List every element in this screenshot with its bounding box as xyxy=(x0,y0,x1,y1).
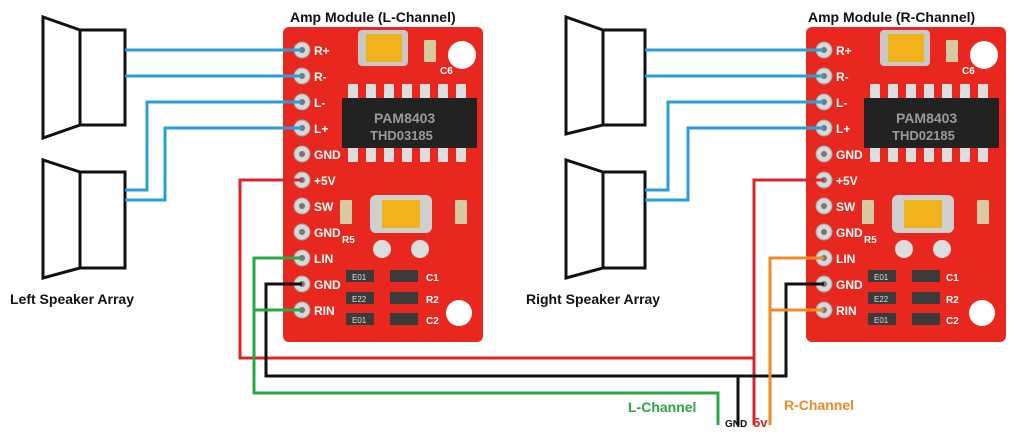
right-label-c1: C1 xyxy=(946,273,959,284)
left-res-label-3: E01 xyxy=(352,316,367,325)
left-pin-label: GND xyxy=(314,278,341,292)
right-label-c2: C2 xyxy=(946,316,959,327)
right-chip-line1: PAM8403 xyxy=(896,110,957,126)
left-speaker-label: Left Speaker Array xyxy=(10,291,134,307)
left-pin-label: SW xyxy=(314,200,334,214)
left-pin-label: L- xyxy=(314,96,325,110)
right-pin-label: +5V xyxy=(836,174,858,188)
left-res-label-1: E01 xyxy=(352,273,367,282)
left-amp-board: PAM8403 THD03185 E01 E22 E01 C6 C1 R2 C2… xyxy=(283,27,483,342)
left-label-r2: R2 xyxy=(426,295,439,306)
right-pin-label: RIN xyxy=(836,304,857,318)
left-speaker-wires xyxy=(125,48,302,202)
left-pin-label: RIN xyxy=(314,304,335,318)
ground-wire xyxy=(264,282,824,378)
left-label-c1: C1 xyxy=(426,273,439,284)
left-pin-label: GND xyxy=(314,226,341,240)
right-pin-label: GND xyxy=(836,226,863,240)
left-label-c6: C6 xyxy=(440,66,453,77)
left-res-label-2: E22 xyxy=(352,295,367,304)
left-module-title: Amp Module (L-Channel) xyxy=(290,9,456,25)
left-pin-header: R+ R- L- L+ GND +5V SW GND LIN GND RIN xyxy=(293,41,341,319)
right-speaker-label: Right Speaker Array xyxy=(526,291,660,307)
right-pin-label: L+ xyxy=(836,122,850,136)
5v-label: 5v xyxy=(753,415,768,430)
left-pin-label: R- xyxy=(314,70,327,84)
left-chip-line2: THD03185 xyxy=(370,128,433,143)
right-chip: PAM8403 THD02185 xyxy=(864,84,999,162)
right-amp-board: PAM8403 THD02185 E01 E22 E01 C6 C1 R2 C2… xyxy=(806,27,1006,342)
r-channel-label: R-Channel xyxy=(784,397,854,413)
right-label-r5: R5 xyxy=(864,235,877,246)
right-pin-label: L- xyxy=(836,96,847,110)
right-speaker-bottom xyxy=(564,157,647,280)
right-pin-label: R+ xyxy=(836,44,852,58)
left-label-c2: C2 xyxy=(426,316,439,327)
right-pin-label: SW xyxy=(836,200,856,214)
left-speaker-bottom xyxy=(41,157,127,280)
right-module-title: Amp Module (R-Channel) xyxy=(808,9,975,25)
right-res-label-3: E01 xyxy=(874,316,889,325)
right-label-c6: C6 xyxy=(962,66,975,77)
left-chip: PAM8403 THD03185 xyxy=(342,84,477,162)
gnd-label: GND xyxy=(725,419,747,430)
right-label-r2: R2 xyxy=(946,295,959,306)
l-channel-label: L-Channel xyxy=(628,399,696,415)
right-pin-label: GND xyxy=(836,278,863,292)
right-chip-line2: THD02185 xyxy=(892,128,955,143)
right-speaker-wires xyxy=(645,48,824,202)
right-pin-label: GND xyxy=(836,148,863,162)
right-speaker-top xyxy=(564,14,647,136)
right-res-label-1: E01 xyxy=(874,273,889,282)
left-pin-label: GND xyxy=(314,148,341,162)
right-res-label-2: E22 xyxy=(874,295,889,304)
left-speaker-top xyxy=(41,14,127,141)
r-channel-wire xyxy=(768,256,824,425)
left-chip-line1: PAM8403 xyxy=(374,110,435,126)
right-pin-label: LIN xyxy=(836,252,855,266)
left-pin-label: L+ xyxy=(314,122,328,136)
left-pin-label: R+ xyxy=(314,44,330,58)
left-pin-label: +5V xyxy=(314,174,336,188)
left-pin-label: LIN xyxy=(314,252,333,266)
l-channel-wire xyxy=(252,256,720,425)
power-wire-5v xyxy=(238,178,824,360)
right-pin-label: R- xyxy=(836,70,849,84)
left-label-r5: R5 xyxy=(342,235,355,246)
